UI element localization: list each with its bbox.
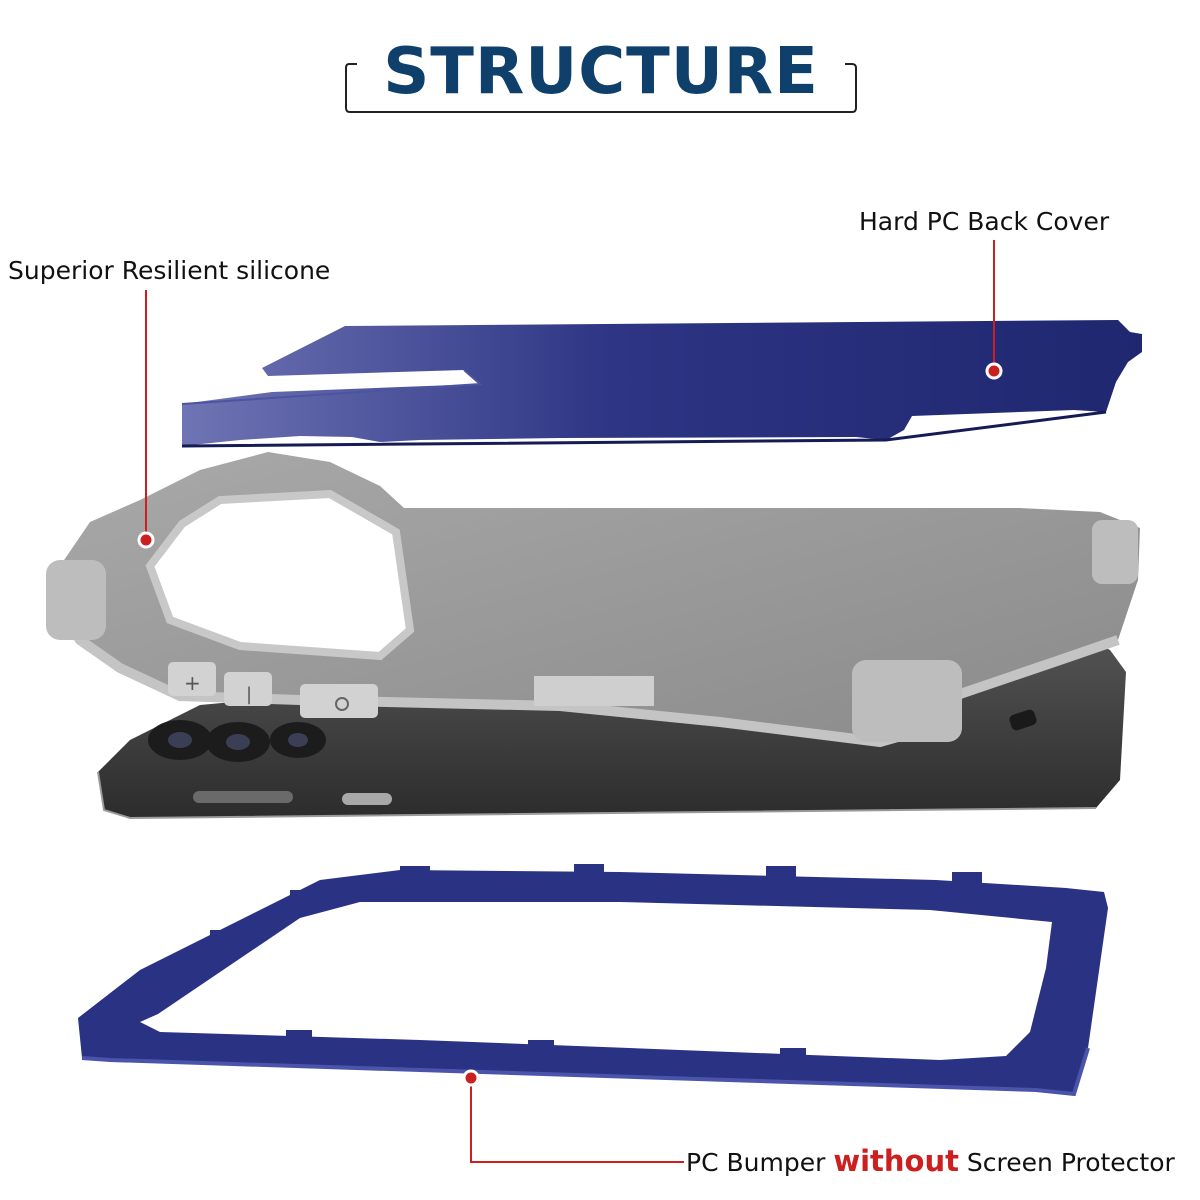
camera-lenses <box>148 720 326 762</box>
hard-pc-back-cover <box>181 320 1142 448</box>
volume-up-button: + <box>168 662 216 696</box>
phone-volume-key <box>193 791 293 803</box>
page-title: STRUCTURE <box>383 35 819 109</box>
volume-down-button: | <box>224 672 272 706</box>
back-cover-label: Hard PC Back Cover <box>859 207 1110 236</box>
bumper-label-prefix: PC Bumper <box>686 1148 834 1177</box>
volume-down-icon: | <box>246 684 252 705</box>
bumper-label-emphasis: without <box>833 1144 959 1178</box>
volume-up-icon: + <box>184 671 201 695</box>
pc-bumper-frame <box>78 864 1108 1097</box>
title-block: STRUCTURE <box>345 35 857 114</box>
phone-power-key <box>342 793 392 805</box>
silicone-sleeve: + | <box>46 452 1140 748</box>
corner-bumper-top-right <box>1092 520 1138 584</box>
corner-bumper-right <box>852 660 962 742</box>
leader-lines <box>137 240 1003 1163</box>
power-button <box>300 684 378 718</box>
usb-port <box>1009 709 1037 731</box>
corner-bumper-left <box>46 560 106 640</box>
power-icon <box>335 697 349 711</box>
bumper-label: PC Bumper without Screen Protector <box>686 1146 1175 1178</box>
silicone-label: Superior Resilient silicone <box>8 256 331 285</box>
title-frame <box>345 63 857 113</box>
bumper-label-suffix: Screen Protector <box>958 1148 1175 1177</box>
